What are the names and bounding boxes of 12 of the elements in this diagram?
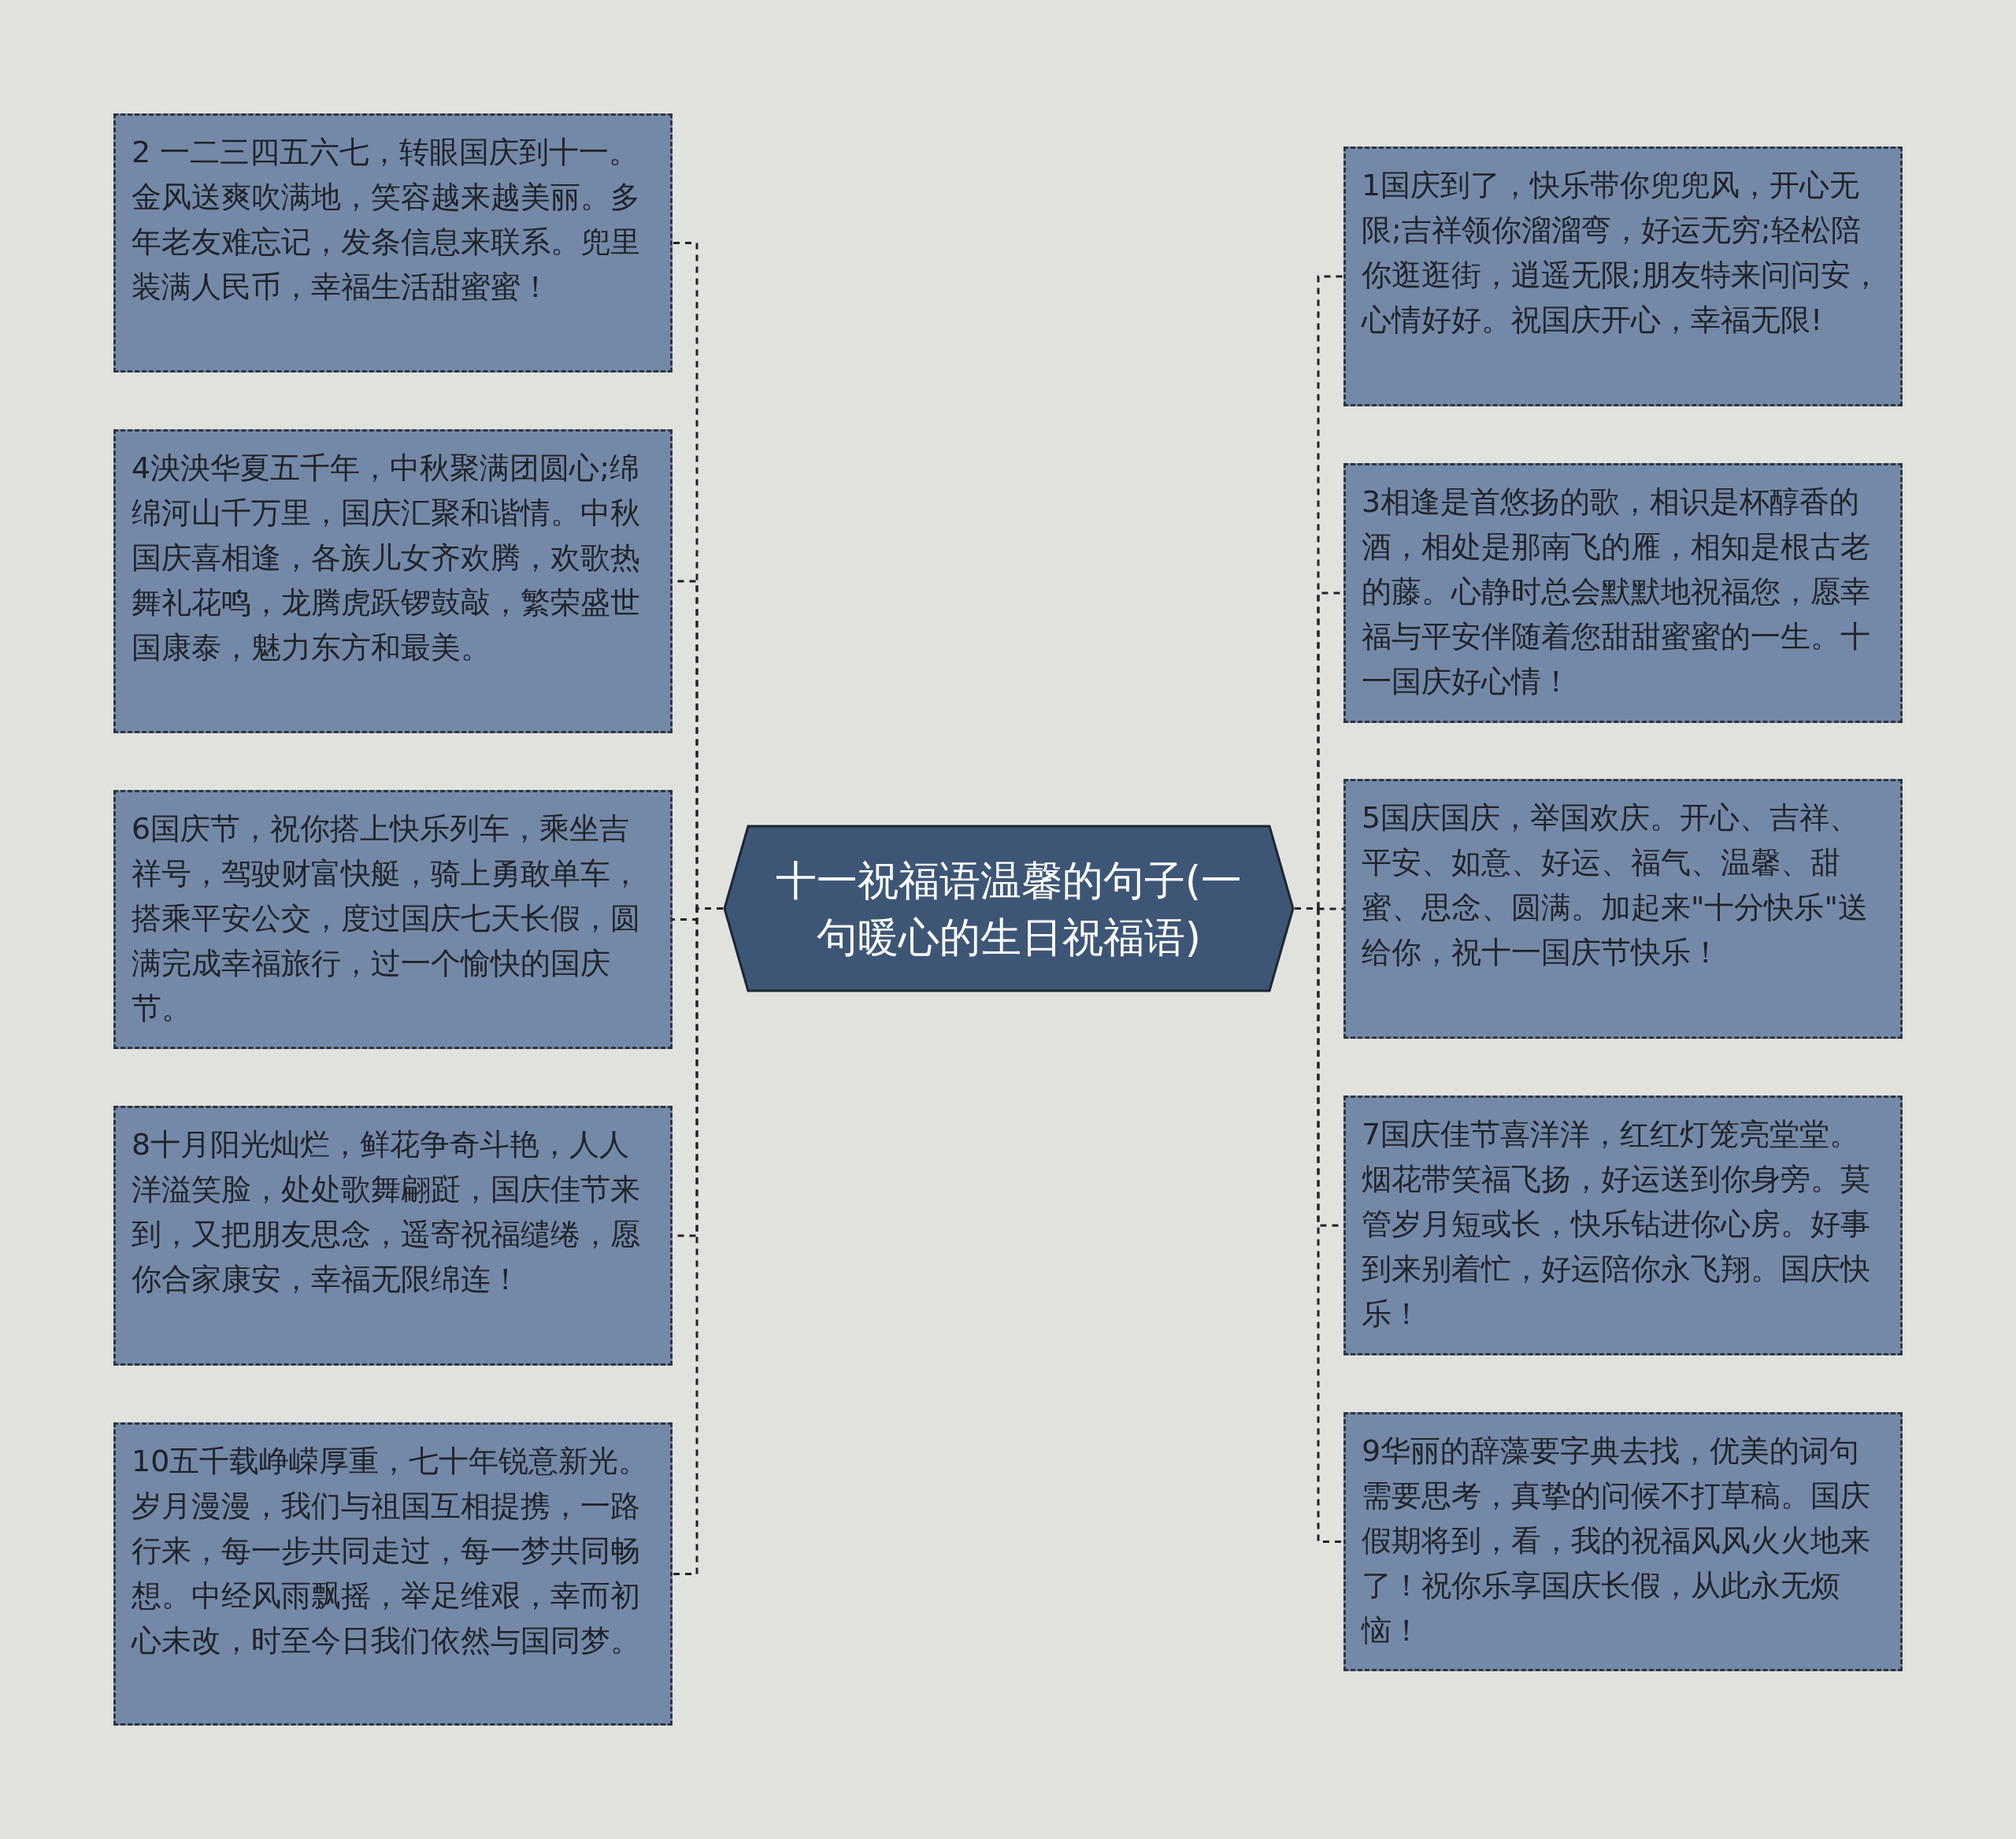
message-box: 4泱泱华夏五千年，中秋聚满团圆心;绵绵河山千万里，国庆汇聚和谐情。中秋国庆喜相逢，各族儿女齐欢腾，欢歌热舞礼花鸣，龙腾虎跃锣鼓敲，繁荣盛世国康泰，魅力东方和最美。 xyxy=(113,429,673,733)
message-box: 10五千载峥嵘厚重，七十年锐意新光。岁月漫漫，我们与祖国互相提携，一路行来，每一步共同走过，每一梦共同畅想。中经风雨飘摇，举足维艰，幸而初心未改，时至今日我们依然与国同梦。 xyxy=(113,1422,673,1726)
message-box: 9华丽的辞藻要字典去找，优美的词句需要思考，真挚的问候不打草稿。国庆假期将到，看，我的祝福风风火火地来了！祝你乐享国庆长假，从此永无烦恼！ xyxy=(1343,1412,1903,1671)
message-box: 7国庆佳节喜洋洋，红红灯笼亮堂堂。烟花带笑福飞扬，好运送到你身旁。莫管岁月短或长，快乐钻进你心房。好事到来别着忙，好运陪你永飞翔。国庆快乐！ xyxy=(1343,1096,1903,1355)
message-box: 5国庆国庆，举国欢庆。开心、吉祥、平安、如意、好运、福气、温馨、甜蜜、思念、圆满。加起来"十分快乐"送给你，祝十一国庆节快乐！ xyxy=(1343,779,1903,1039)
message-box: 3相逢是首悠扬的歌，相识是杯醇香的酒，相处是那南飞的雁，相知是根古老的藤。心静时总会默默地祝福您，愿幸福与平安伴随着您甜甜蜜蜜的一生。十一国庆好心情！ xyxy=(1343,463,1903,723)
message-box: 1国庆到了，快乐带你兜兜风，开心无限;吉祥领你溜溜弯，好运无穷;轻松陪你逛逛街，逍遥无限;朋友特来问问安，心情好好。祝国庆开心，幸福无限! xyxy=(1343,146,1903,406)
topic-hexagon xyxy=(723,825,1295,992)
message-box: 6国庆节，祝你搭上快乐列车，乘坐吉祥号，驾驶财富快艇，骑上勇敢单车，搭乘平安公交，度过国庆七天长假，圆满完成幸福旅行，过一个愉快的国庆节。 xyxy=(113,790,673,1049)
message-box: 8十月阳光灿烂，鲜花争奇斗艳，人人洋溢笑脸，处处歌舞翩跹，国庆佳节来到，又把朋友思念，遥寄祝福缱绻，愿你合家康安，幸福无限绵连！ xyxy=(113,1106,673,1366)
message-box: 2 一二三四五六七，转眼国庆到十一。金风送爽吹满地，笑容越来越美丽。多年老友难忘记，发条信息来联系。兜里装满人民币，幸福生活甜蜜蜜！ xyxy=(113,113,673,373)
topic-text: 十一祝福语温馨的句子(一句暖心的生日祝福语) xyxy=(774,855,1243,962)
